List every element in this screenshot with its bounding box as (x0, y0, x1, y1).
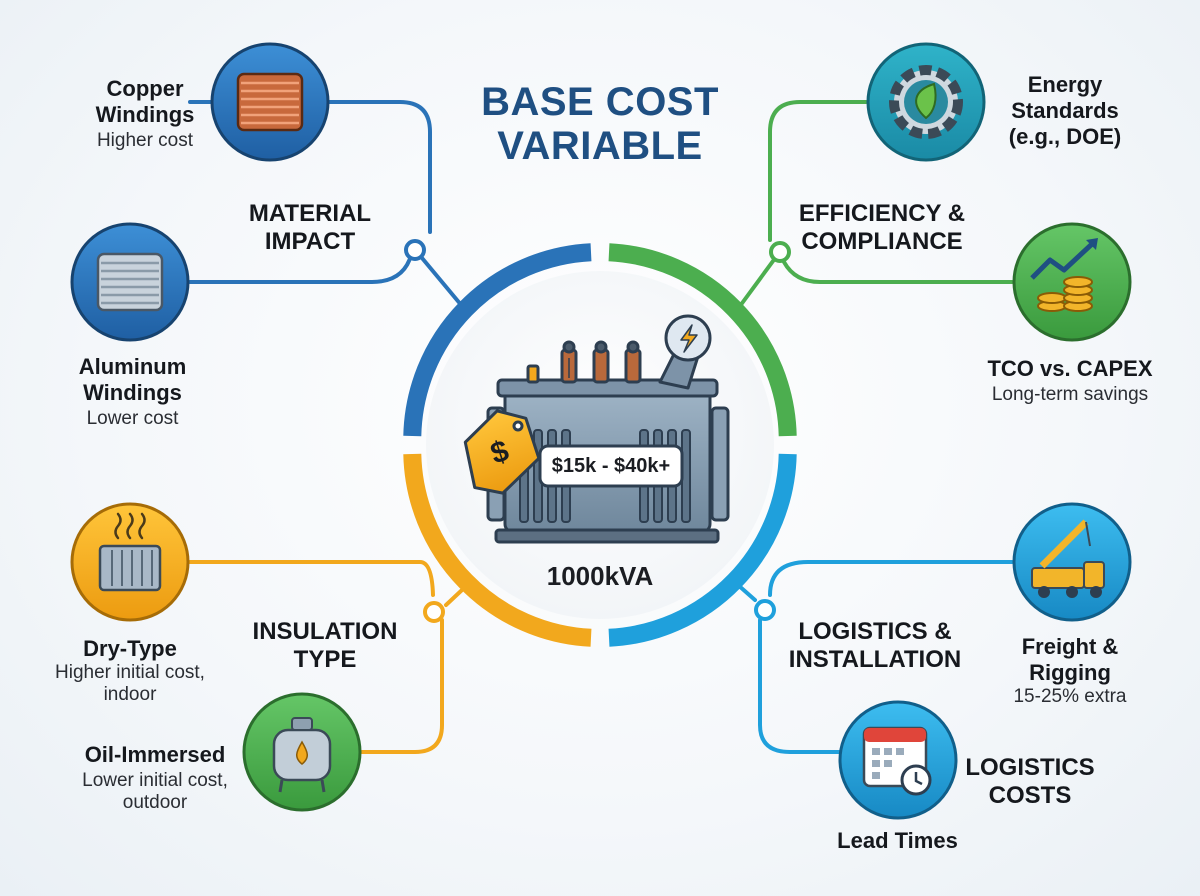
connector-oil (360, 618, 444, 754)
category-logistics-costs-line-2: COSTS (988, 782, 1072, 809)
ring-arc-orange (403, 453, 592, 647)
title-line-2: VARIABLE (497, 124, 703, 168)
hub-nodes (404, 239, 791, 623)
energy-name-line-1: Energy (1027, 72, 1103, 97)
calendar-clock-icon (838, 700, 958, 820)
aluminum-name-line-2: Windings (83, 380, 182, 405)
ring-arc-green (608, 243, 797, 437)
gear-leaf-icon (866, 42, 986, 162)
center-rating-label: 1000kVA (546, 561, 654, 591)
crane-truck-icon (1012, 502, 1132, 622)
copper-subtext: Higher cost (96, 130, 194, 151)
connector-dry (188, 560, 435, 597)
category-insulation-line-2: TYPE (293, 646, 357, 673)
dry-type-subtext-line-1: Higher initial cost, (55, 662, 205, 683)
energy-name-line-2: Standards (1011, 98, 1119, 123)
hub-node-material (404, 239, 426, 261)
hub-node-efficiency (769, 241, 791, 263)
category-logistics-costs-line-1: LOGISTICS (965, 754, 1095, 781)
category-logistics-line-1: LOGISTICS & (798, 618, 952, 645)
oil-immersed-subtext-line-2: outdoor (122, 792, 188, 813)
category-logistics-line-2: INSTALLATION (788, 646, 962, 673)
copper-name-line-1: Copper (106, 76, 184, 101)
freight-name-line-1: Freight & (1021, 634, 1119, 659)
aluminum-name-line-1: Aluminum (78, 354, 187, 379)
connector-energy (768, 100, 868, 242)
energy-name-line-3: (e.g., DOE) (1008, 124, 1122, 149)
connector-copper (188, 100, 432, 234)
freight-name-line-2: Rigging (1029, 660, 1111, 685)
connector-insulation-hub (444, 588, 464, 607)
aluminum-spool-icon (70, 222, 190, 342)
connector-lead (758, 618, 842, 754)
center-price-range: $15k - $40k+ (551, 455, 671, 477)
ring-arc-blue (403, 243, 592, 437)
copper-spool-icon (210, 42, 330, 162)
dry-type-subtext-line-2: indoor (103, 684, 157, 705)
dry-type-transformer-icon (70, 502, 190, 622)
hub-node-insulation (423, 601, 445, 623)
category-material-line-1: MATERIAL (248, 200, 372, 227)
category-material-line-2: IMPACT (264, 228, 356, 255)
aluminum-subtext: Lower cost (86, 408, 179, 429)
hub-node-logistics (754, 599, 776, 621)
ring-arc-cyan (608, 453, 797, 647)
connector-material-hub (420, 256, 464, 308)
copper-name-line-2: Windings (95, 102, 195, 127)
connector-tco (782, 260, 1014, 284)
center-ring (403, 243, 797, 647)
connector-aluminum (188, 250, 414, 284)
oil-immersed-subtext-line-1: Lower initial cost, (82, 770, 228, 791)
oil-immersed-name: Oil-Immersed (84, 742, 226, 767)
title-line-1: BASE COST (481, 80, 719, 124)
dry-type-name: Dry-Type (83, 636, 177, 661)
category-efficiency-line-1: EFFICIENCY & (798, 200, 966, 227)
oil-tank-icon (242, 692, 362, 812)
connector-freight (768, 560, 1014, 597)
connector-efficiency-hub (738, 255, 778, 308)
price-label-box (538, 444, 684, 488)
connector-lines (188, 100, 1014, 754)
category-efficiency-line-2: COMPLIANCE (801, 228, 963, 255)
tco-subtext: Long-term savings (991, 384, 1149, 405)
tco-name: TCO vs. CAPEX (987, 356, 1153, 381)
lead-times-name: Lead Times (837, 828, 958, 853)
category-insulation-line-1: INSULATION (252, 618, 398, 645)
coins-growth-icon (1012, 222, 1132, 342)
freight-subtext: 15-25% extra (1013, 686, 1127, 707)
